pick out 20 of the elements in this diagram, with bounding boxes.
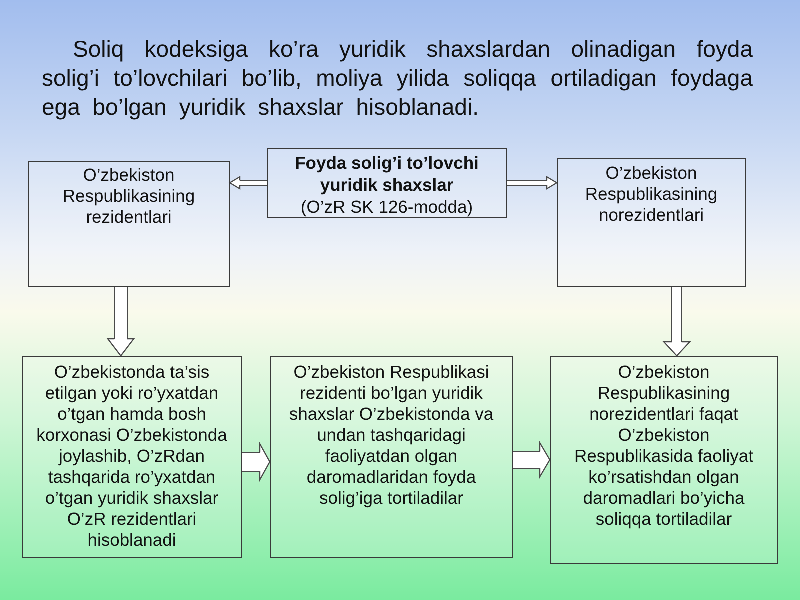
text-box	[28, 161, 230, 287]
block-arrow	[107, 287, 135, 357]
box-text: O’zbekiston Respublikasi rezidenti bo’lgan yuridik shaxslar O’zbekistonda va undan tashqaridagi faoliyatdan olgan daromadlaridan foyda solig’iga tortiladilar	[288, 362, 495, 509]
box-text: O’zbekiston Respublikasining norezidentlari	[584, 163, 719, 226]
box-text: O’zbekistonda ta’sis etilgan yoki ro’yxatdan o’tgan hamda bosh korxonasi O’zbekistonda joylashib, O’zRdan tashqarida ro’yxatdan o’tgan yuridik shaxslar O’zR rezidentlari hisoblanadi	[36, 362, 228, 551]
text-box	[557, 158, 746, 287]
text-box	[550, 356, 778, 564]
block-arrow	[663, 287, 691, 357]
box-text: (O’zR SK 126-modda)	[300, 196, 474, 218]
block-arrow	[242, 443, 271, 481]
category-box	[267, 148, 507, 218]
box-text: O’zbekiston Respublikasining norezidentlari faqat O’zbekiston Respublikasida faoliyat ko’rsatishdan olgan daromadlari bo’yicha soliqqa tortiladilar	[574, 362, 754, 530]
box-heading: Foyda solig’i to’lovchi yuridik shaxslar	[294, 152, 480, 196]
block-arrow	[507, 176, 558, 190]
text-box	[270, 356, 513, 558]
intro-paragraph: Soliq kodeksiga ko’ra yuridik shaxslardan olinadigan foyda solig’i to’lovchilari bo’lib, moliya yilida soliqqa ortiladigan foydaga ega bo’lgan yuridik shaxslar hisoblanadi.	[42, 35, 753, 122]
block-arrow	[229, 176, 267, 190]
block-arrow	[513, 442, 551, 478]
text-box	[22, 356, 242, 558]
box-text: O’zbekiston Respublikasining rezidentlari	[62, 165, 196, 228]
